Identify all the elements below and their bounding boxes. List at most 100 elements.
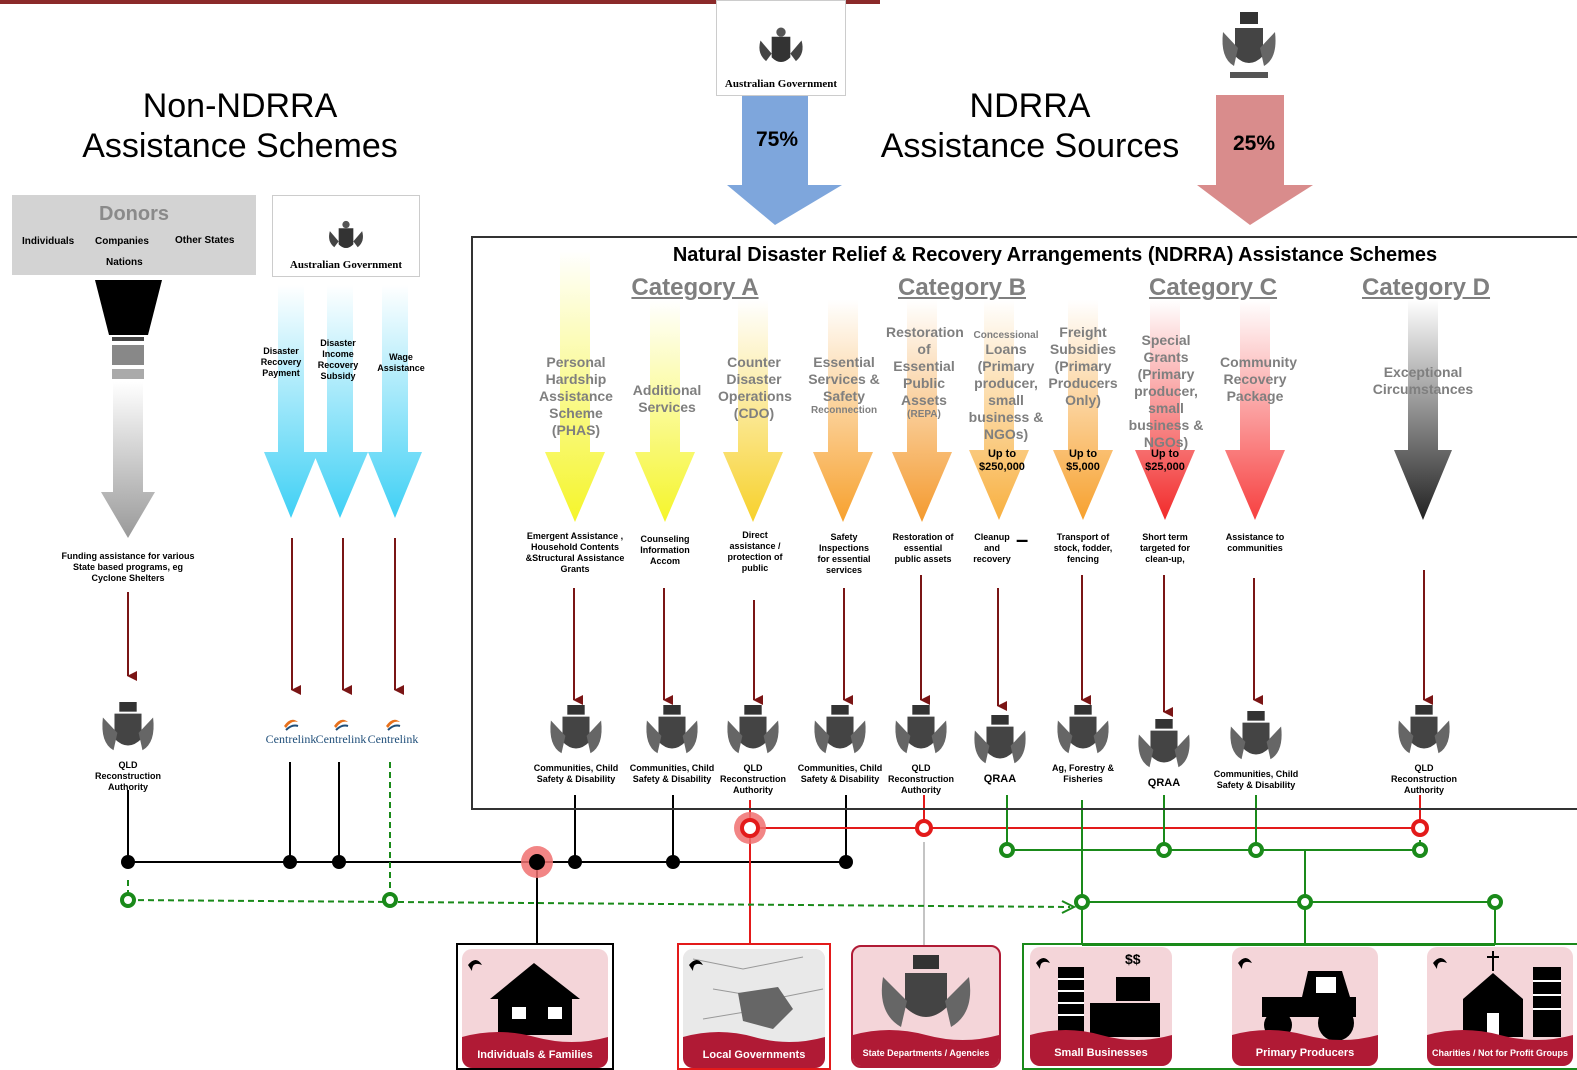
- authority-phas: Communities, Child Safety & Disability: [530, 703, 622, 785]
- category-c: Category C: [1148, 274, 1278, 301]
- non-ndrra-title: Non-NDRRA Assistance Schemes: [60, 86, 420, 166]
- disaster-income-recovery-subsidy-arrow: [313, 285, 368, 518]
- cdo-arrow: [723, 300, 783, 522]
- queensland-crest-icon: [727, 705, 779, 754]
- queensland-crest-icon: [814, 705, 866, 754]
- scheme-essential-services-sublabel: Reconnection: [810, 405, 878, 416]
- house-icon: [462, 960, 608, 1068]
- ndrra-scheme-box-title: Natural Disaster Relief & Recovery Arran…: [672, 244, 1438, 266]
- scheme-concessional-loans-amount: Up to $250,000: [979, 448, 1025, 473]
- scheme-special-grants-desc: Short term targeted for clean-up,: [1139, 532, 1190, 564]
- queensland-crest-icon: [102, 702, 154, 751]
- authority-repa-label: QLD Reconstruction Authority: [887, 763, 954, 795]
- authority-cdo-label: QLD Reconstruction Authority: [719, 763, 786, 795]
- recipient-individuals-families: Individuals & Families: [462, 949, 608, 1068]
- scheme-special-grants-label: Special Grants (Primary producer, small …: [1128, 332, 1204, 450]
- coat-of-arms-icon: [329, 220, 363, 248]
- scheme-essential-services-desc: Safety Inspections for essential service…: [817, 532, 871, 575]
- scheme-freight-subsidies-label: Freight Subsidies (Primary Producers Onl…: [1048, 324, 1118, 408]
- dashed-green-links: [127, 762, 1071, 908]
- federal-government-label: Australian Government: [724, 78, 838, 90]
- authority-concessional-loans: QRAA: [972, 713, 1028, 786]
- non-ndrra-title-line-2: Assistance Schemes: [82, 127, 398, 165]
- repa-arrow: [892, 300, 952, 522]
- queensland-crest-icon: [1230, 711, 1282, 760]
- centrelink-swirl-icon: [334, 719, 349, 731]
- payment-disaster-recovery: Disaster Recovery Payment: [260, 346, 302, 378]
- centrelink-government-label: Australian Government: [289, 259, 403, 271]
- authority-special-grants: QRAA: [1136, 717, 1192, 790]
- centrelink-label-1: Centrelink: [265, 732, 317, 746]
- scheme-community-recovery-label: Community Recovery Package: [1220, 354, 1297, 404]
- scheme-freight-subsidies-desc: Transport of stock, fodder, fencing: [1053, 532, 1113, 564]
- map-icon: [683, 949, 825, 1068]
- donors-arrow: [101, 382, 155, 538]
- queensland-crest-icon: [895, 705, 947, 754]
- recipient-charities: Charities / Not for Profit Groups: [1427, 947, 1573, 1066]
- coat-of-arms-icon: [759, 27, 803, 62]
- centrelink-label-3: Centrelink: [367, 732, 419, 746]
- donors-funnel-shape: [95, 280, 162, 335]
- authority-additional-services-label: Communities, Child Safety & Disability: [629, 763, 715, 784]
- scheme-community-recovery-desc: Assistance to communities: [1225, 532, 1285, 553]
- recipient-group-local-governments: Local Governments: [677, 943, 831, 1070]
- authority-community-recovery: Communities, Child Safety & Disability: [1210, 709, 1302, 791]
- donors-authority-label: QLD Reconstruction Authority: [94, 760, 161, 792]
- authority-additional-services: Communities, Child Safety & Disability: [626, 703, 718, 785]
- authority-freight-subsidies-label: Ag, Forestry & Fisheries: [1051, 763, 1114, 784]
- scheme-essential-services: Essential Services & Safety Reconnection: [804, 354, 884, 416]
- authority-concessional-loans-label: QRAA: [983, 773, 1017, 785]
- recipient-state-departments-label: State Departments / Agencies: [862, 1048, 990, 1058]
- donor-nations: Nations: [106, 257, 143, 268]
- additional-services-arrow: [635, 300, 695, 522]
- donors-title: Donors: [99, 203, 169, 225]
- authority-essential-services: Communities, Child Safety & Disability: [794, 703, 886, 785]
- scheme-repa: Restoration of Essential Public Assets (…: [886, 324, 964, 420]
- authority-exceptional-circumstances: QLD Reconstruction Authority: [1386, 703, 1462, 796]
- centrelink-government-logo: Australian Government: [272, 195, 420, 277]
- ndrra-scheme-box: [471, 236, 1577, 810]
- category-d: Category D: [1361, 274, 1491, 301]
- recipient-group-individuals: Individuals & Families: [456, 943, 614, 1070]
- scheme-essential-services-label: Essential Services & Safety: [808, 354, 880, 404]
- scheme-special-grants-amount: Up to $25,000: [1145, 448, 1185, 473]
- scheme-repa-sublabel: (REPA): [907, 409, 941, 420]
- state-funding-arrow: [1197, 95, 1313, 225]
- authority-exceptional-circumstances-label: QLD Reconstruction Authority: [1390, 763, 1457, 795]
- donors-description: Funding assistance for various State bas…: [61, 551, 195, 583]
- centrelink-swirl-icon: [386, 719, 401, 731]
- local-government-network-lines: [749, 795, 1421, 945]
- scheme-freight-subsidies-amount: Up to $5,000: [1066, 448, 1100, 473]
- scheme-cdo-label: Counter Disaster Operations (CDO): [718, 354, 792, 421]
- authority-freight-subsidies: Ag, Forestry & Fisheries: [1048, 703, 1118, 785]
- federal-government-logo: Australian Government: [716, 0, 846, 96]
- ndrra-title: NDRRA Assistance Sources: [880, 86, 1180, 166]
- state-share-label: 25%: [1233, 132, 1276, 155]
- freight-subsidies-arrow: [1053, 300, 1113, 520]
- payment-wage-assistance: Wage Assistance: [377, 352, 425, 373]
- scheme-repa-desc: Restoration of essential public assets: [892, 532, 954, 564]
- phas-arrow: [545, 250, 605, 522]
- donors-box: Donors Individuals Companies Other State…: [12, 195, 256, 275]
- recipient-primary-producers-label: Primary Producers: [1255, 1047, 1355, 1059]
- recipient-local-governments: Local Governments: [683, 949, 825, 1068]
- authority-repa: QLD Reconstruction Authority: [886, 703, 956, 796]
- donors-authority: QLD Reconstruction Authority: [86, 700, 170, 793]
- queensland-crest-icon: [1222, 12, 1276, 78]
- payment-income-recovery-subsidy: Disaster Income Recovery Subsidy: [317, 338, 359, 381]
- church-icon: [1427, 951, 1573, 1066]
- centrelink-logo-1: Centrelink: [262, 716, 320, 747]
- recipient-individuals-families-label: Individuals & Families: [477, 1049, 593, 1061]
- queensland-crest-icon: [550, 705, 602, 754]
- dollar-sign-icon: $$: [1125, 951, 1141, 967]
- authority-cdo: QLD Reconstruction Authority: [718, 703, 788, 796]
- recipient-small-businesses: $$ Small Businesses: [1030, 947, 1172, 1066]
- authority-arrows: [127, 538, 1433, 717]
- category-a: Category A: [631, 274, 759, 301]
- recipient-charities-label: Charities / Not for Profit Groups: [1431, 1048, 1568, 1058]
- queensland-crest-icon: [646, 705, 698, 754]
- scheme-phas-label: Personal Hardship Assistance Scheme (PHA…: [539, 354, 613, 438]
- community-recovery-arrow: [1225, 300, 1285, 520]
- scheme-cdo-desc: Direct assistance / protection of public: [727, 530, 783, 573]
